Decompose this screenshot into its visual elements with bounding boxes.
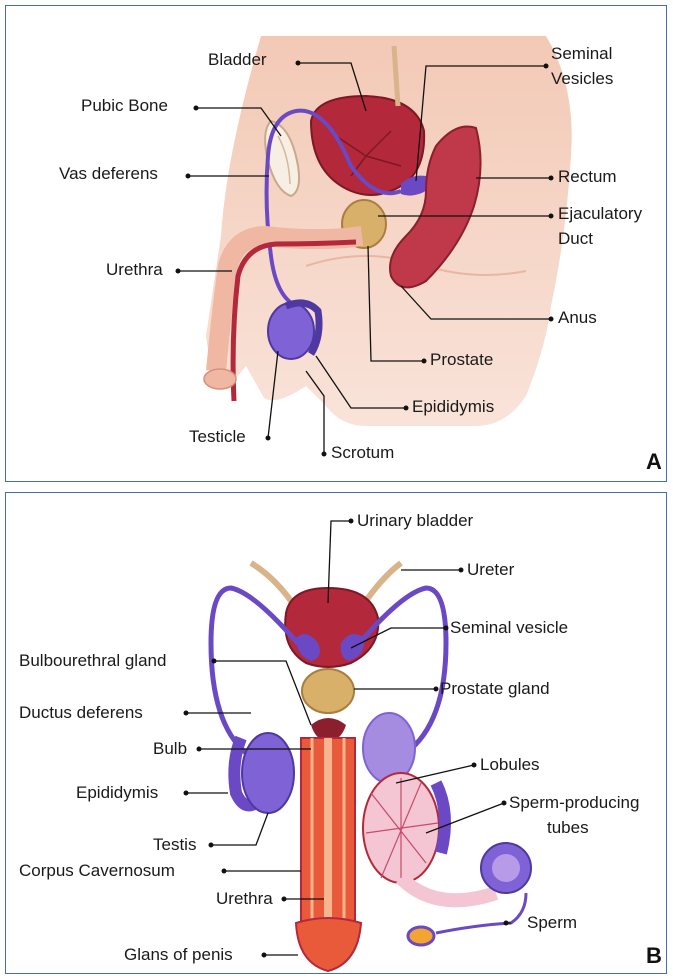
panel-a-letter: A [646, 449, 662, 475]
sperm-head [408, 927, 434, 945]
panel-b-letter: B [646, 943, 662, 969]
label-corpus-cavernosum: Corpus Cavernosum [19, 861, 175, 881]
label-sperm: Sperm [527, 913, 577, 933]
label-sperm-producing-line2: tubes [547, 818, 589, 838]
label-bulbourethral-gland: Bulbourethral gland [19, 651, 166, 671]
label-testis: Testis [153, 835, 196, 855]
urethra-b [324, 738, 332, 928]
label-urethra: Urethra [106, 260, 163, 280]
label-sperm-producing-line1: Sperm-producing [509, 793, 639, 813]
label-scrotum: Scrotum [331, 443, 394, 463]
label-glans-of-penis: Glans of penis [124, 945, 233, 965]
label-urethra: Urethra [216, 889, 273, 909]
label-anus: Anus [558, 308, 597, 328]
label-bulb: Bulb [153, 739, 187, 759]
urinary-bladder [285, 588, 378, 667]
label-lobules: Lobules [480, 755, 540, 775]
label-ureter: Ureter [467, 560, 514, 580]
prostate-gland [302, 669, 354, 713]
testis-right-back [363, 713, 415, 783]
label-rectum: Rectum [558, 167, 617, 187]
label-seminal-vesicles-line2: Vesicles [551, 69, 613, 89]
label-prostate: Prostate [430, 350, 493, 370]
label-prostate-gland: Prostate gland [440, 679, 550, 699]
label-pubic-bone: Pubic Bone [81, 96, 168, 116]
label-seminal-vesicle: Seminal vesicle [450, 618, 568, 638]
panel-a-sagittal-view: Bladder Seminal Vesicles Pubic Bone Vas … [5, 5, 667, 482]
label-epididymis: Epididymis [412, 397, 494, 417]
glans [296, 918, 361, 971]
panel-b-frontal-view: Urinary bladder Ureter Seminal vesicle B… [5, 492, 667, 974]
label-vas-deferens: Vas deferens [59, 164, 158, 184]
label-ejaculatory-duct-line2: Duct [558, 229, 593, 249]
label-epididymis: Epididymis [76, 783, 158, 803]
label-ejaculatory-duct-line1: Ejaculatory [558, 204, 642, 224]
testicle [268, 303, 314, 359]
label-bladder: Bladder [208, 50, 267, 70]
label-ductus-deferens: Ductus deferens [19, 703, 143, 723]
label-testicle: Testicle [189, 427, 246, 447]
label-seminal-vesicles-line1: Seminal [551, 44, 612, 64]
frontal-illustration [6, 493, 667, 974]
testis-left [242, 733, 294, 813]
label-urinary-bladder: Urinary bladder [357, 511, 473, 531]
